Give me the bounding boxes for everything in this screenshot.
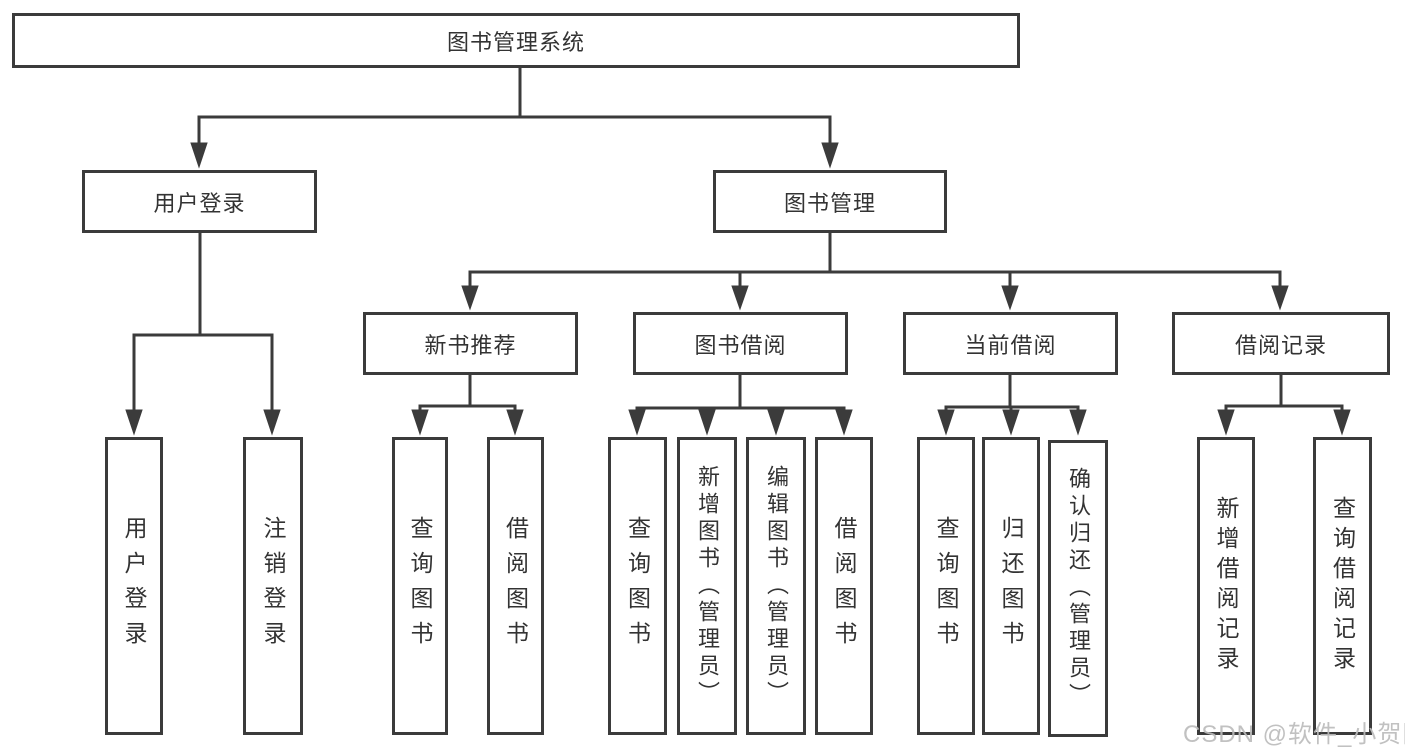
connector-book-mgmt-children <box>461 233 1289 311</box>
node-label: 用户登录 <box>121 516 147 656</box>
node-label: 查询图书 <box>407 516 433 656</box>
connector-user-login-children <box>125 233 281 436</box>
node-label: 用户登录 <box>153 190 246 216</box>
node-user-login-leaf: 用户登录 <box>105 437 163 735</box>
node-current-borrowing: 当前借阅 <box>903 312 1118 375</box>
node-label: 编辑图书（管理员） <box>764 464 789 708</box>
node-query-books-under-borrowing: 查询图书 <box>608 437 667 735</box>
connector-new-book-rec-children <box>411 375 524 436</box>
connector-current-borrow-children <box>937 375 1087 436</box>
node-add-borrowing-record: 新增借阅记录 <box>1197 437 1255 735</box>
node-label: 注销登录 <box>260 516 286 656</box>
connector-book-borrow-children <box>628 375 853 436</box>
node-confirm-return-admin: 确认归还（管理员） <box>1048 440 1108 737</box>
node-label: 图书借阅 <box>694 332 787 358</box>
node-book-management: 图书管理 <box>713 170 947 233</box>
node-return-books: 归还图书 <box>982 437 1040 735</box>
node-label: 归还图书 <box>998 516 1024 656</box>
node-label: 借阅图书 <box>831 516 857 656</box>
node-label: 新增图书（管理员） <box>695 464 720 708</box>
csdn-watermark: CSDN @软件_小贺同学 <box>1183 721 1405 747</box>
node-logout: 注销登录 <box>243 437 303 735</box>
node-query-borrowing-record: 查询借阅记录 <box>1313 437 1372 735</box>
node-query-books-under-recommendation: 查询图书 <box>392 437 448 735</box>
node-label: 当前借阅 <box>964 332 1057 358</box>
node-label: 查询图书 <box>624 516 651 656</box>
node-label: 新书推荐 <box>424 332 517 358</box>
node-book-borrowing: 图书借阅 <box>633 312 848 375</box>
node-edit-books-admin: 编辑图书（管理员） <box>746 437 806 735</box>
node-library-system-root: 图书管理系统 <box>12 13 1020 68</box>
connector-borrow-records-children <box>1217 375 1351 436</box>
node-label: 借阅图书 <box>502 516 529 656</box>
node-label: 确认归还（管理员） <box>1066 467 1091 710</box>
node-borrow-books-under-borrowing: 借阅图书 <box>815 437 873 735</box>
node-borrow-books-under-recommendation: 借阅图书 <box>487 437 544 735</box>
node-borrowing-records: 借阅记录 <box>1172 312 1390 375</box>
node-label: 图书管理 <box>783 190 876 216</box>
connector-root-to-level2 <box>190 68 839 169</box>
node-new-book-recommendation: 新书推荐 <box>363 312 578 375</box>
node-query-books-under-current: 查询图书 <box>917 437 975 735</box>
node-label: 图书管理系统 <box>446 29 585 55</box>
node-label: 查询借阅记录 <box>1329 496 1356 676</box>
node-label: 查询图书 <box>933 516 959 656</box>
node-add-books-admin: 新增图书（管理员） <box>677 437 737 735</box>
node-label: 新增借阅记录 <box>1213 496 1239 676</box>
node-label: 借阅记录 <box>1234 332 1327 358</box>
node-user-login: 用户登录 <box>82 170 317 233</box>
